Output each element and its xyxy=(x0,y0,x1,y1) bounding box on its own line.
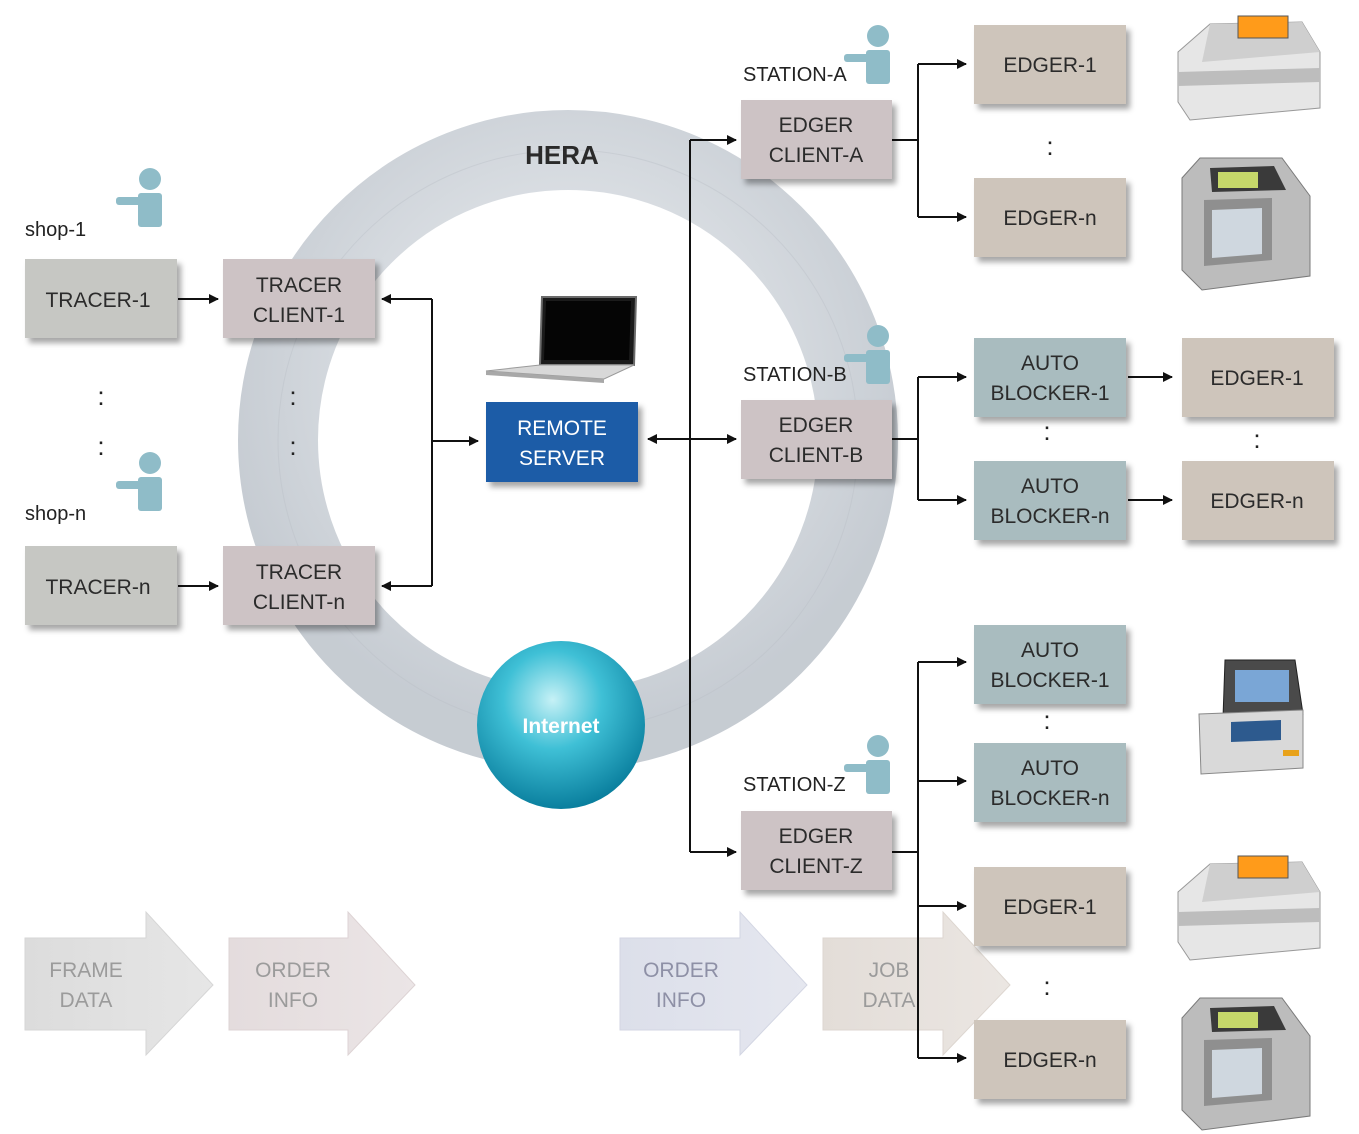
edger-box xyxy=(1182,338,1334,417)
tracer-client-label-2: CLIENT-n xyxy=(253,591,345,614)
flow-label-order: ORDER xyxy=(255,959,331,982)
shop-label: shop-1 xyxy=(25,219,86,241)
edger-box xyxy=(974,25,1126,104)
tracer-box xyxy=(25,259,177,338)
station-z: STATION-Z EDGER CLIENT-Z xyxy=(741,735,892,890)
edger-client-box xyxy=(741,100,892,179)
edger-box xyxy=(974,867,1126,946)
remote-server-label-1: REMOTE xyxy=(517,417,607,440)
tracer-client-label-1: TRACER xyxy=(256,274,342,297)
edger-client-box xyxy=(741,400,892,479)
flow-label-info: INFO xyxy=(268,989,318,1012)
auto-blocker-label-1: AUTO xyxy=(1021,639,1079,662)
hera-title: HERA xyxy=(525,140,599,170)
flow-label-order-2: ORDER xyxy=(643,959,719,982)
flow-arrow-order-info-1: ORDER INFO xyxy=(228,910,416,1057)
shop-n: shop-n TRACER-n TRACER CLIENT-n xyxy=(25,452,375,625)
internet-globe: Internet xyxy=(477,641,645,809)
tracer-label: TRACER-1 xyxy=(45,289,150,312)
edger-box xyxy=(1182,461,1334,540)
auto-blocker-label-2: BLOCKER-1 xyxy=(990,669,1109,692)
flow-label-frame: FRAME xyxy=(49,959,123,982)
person-icon xyxy=(116,168,162,227)
edger-ellipsis: : xyxy=(1043,971,1050,1001)
flow-label-info-2: INFO xyxy=(656,989,706,1012)
tracer-label: TRACER-n xyxy=(45,576,150,599)
station-label: STATION-B xyxy=(743,364,847,386)
edger-machine-image-1 xyxy=(1177,15,1321,121)
flow-arrow-order-info-2: ORDER INFO xyxy=(619,910,808,1057)
edger-box xyxy=(974,178,1126,257)
tracer-client-box xyxy=(223,546,375,625)
auto-blocker-label-2: BLOCKER-1 xyxy=(990,382,1109,405)
station-b-devices: AUTO BLOCKER-1 : AUTO BLOCKER-n EDGER-1 … xyxy=(974,338,1334,540)
edger-ellipsis: : xyxy=(1046,131,1053,161)
flow-arrow-frame-data: FRAME DATA xyxy=(24,910,214,1057)
tracer-client-label-2: CLIENT-1 xyxy=(253,304,345,327)
clients-ellipsis-top: : xyxy=(289,381,296,411)
flow-arrow-job-data: JOB DATA xyxy=(822,910,1011,1057)
auto-blocker-box xyxy=(974,625,1126,704)
edger-label: EDGER-n xyxy=(1210,490,1303,513)
station-a-devices: EDGER-1 : EDGER-n xyxy=(974,25,1126,257)
edger-client-label-2: CLIENT-B xyxy=(769,444,864,467)
tracer-client-box xyxy=(223,259,375,338)
internet-label: Internet xyxy=(522,715,599,738)
flow-label-job: JOB xyxy=(869,959,910,982)
station-label: STATION-Z xyxy=(743,774,846,796)
auto-blocker-label-2: BLOCKER-n xyxy=(990,787,1109,810)
clients-ellipsis-bottom: : xyxy=(289,431,296,461)
shops-ellipsis-top: : xyxy=(97,381,104,411)
edger-label: EDGER-1 xyxy=(1210,367,1303,390)
remote-server: REMOTE SERVER xyxy=(486,402,638,482)
person-icon xyxy=(844,735,890,794)
tracer-box xyxy=(25,546,177,625)
shop-label: shop-n xyxy=(25,503,86,525)
edger-machine-image-4 xyxy=(1181,997,1311,1131)
tracer-client-label-1: TRACER xyxy=(256,561,342,584)
auto-blocker-label-1: AUTO xyxy=(1021,352,1079,375)
edger-ellipsis: : xyxy=(1253,424,1260,454)
person-icon xyxy=(844,25,890,84)
auto-blocker-box xyxy=(974,743,1126,822)
edger-client-label-2: CLIENT-A xyxy=(769,144,864,167)
edger-label: EDGER-n xyxy=(1003,1049,1096,1072)
edger-label: EDGER-1 xyxy=(1003,54,1096,77)
remote-server-label-2: SERVER xyxy=(519,447,605,470)
station-label: STATION-A xyxy=(743,64,847,86)
auto-blocker-machine-image xyxy=(1198,659,1304,775)
laptop-icon xyxy=(485,296,638,383)
remote-server-box xyxy=(486,402,638,482)
edger-box xyxy=(974,1020,1126,1099)
auto-blocker-box xyxy=(974,461,1126,540)
connectors xyxy=(178,59,1173,1063)
edger-label: EDGER-1 xyxy=(1003,896,1096,919)
edger-client-label-1: EDGER xyxy=(779,414,854,437)
edger-client-box xyxy=(741,811,892,890)
edger-client-label-2: CLIENT-Z xyxy=(769,855,863,878)
station-a: STATION-A EDGER CLIENT-A xyxy=(741,25,892,179)
shop-1: shop-1 TRACER-1 TRACER CLIENT-1 xyxy=(25,168,375,338)
auto-blocker-label-1: AUTO xyxy=(1021,757,1079,780)
edger-label: EDGER-n xyxy=(1003,207,1096,230)
auto-blocker-label-1: AUTO xyxy=(1021,475,1079,498)
person-icon xyxy=(116,452,162,511)
auto-blocker-box xyxy=(974,338,1126,417)
edger-client-label-1: EDGER xyxy=(779,825,854,848)
edger-machine-image-2 xyxy=(1181,157,1311,291)
flow-label-data: DATA xyxy=(60,989,113,1012)
station-z-devices: AUTO BLOCKER-1 : AUTO BLOCKER-n EDGER-1 … xyxy=(974,625,1126,1099)
shops-ellipsis-bottom: : xyxy=(97,431,104,461)
blocker-ellipsis: : xyxy=(1043,416,1050,446)
edger-client-label-1: EDGER xyxy=(779,114,854,137)
edger-machine-image-3 xyxy=(1177,855,1321,961)
blocker-ellipsis: : xyxy=(1043,705,1050,735)
flow-arrows: FRAME DATA ORDER INFO ORDER INFO JOB DAT… xyxy=(24,910,1011,1057)
flow-label-data-2: DATA xyxy=(863,989,916,1012)
auto-blocker-label-2: BLOCKER-n xyxy=(990,505,1109,528)
station-b: STATION-B EDGER CLIENT-B xyxy=(741,325,892,479)
